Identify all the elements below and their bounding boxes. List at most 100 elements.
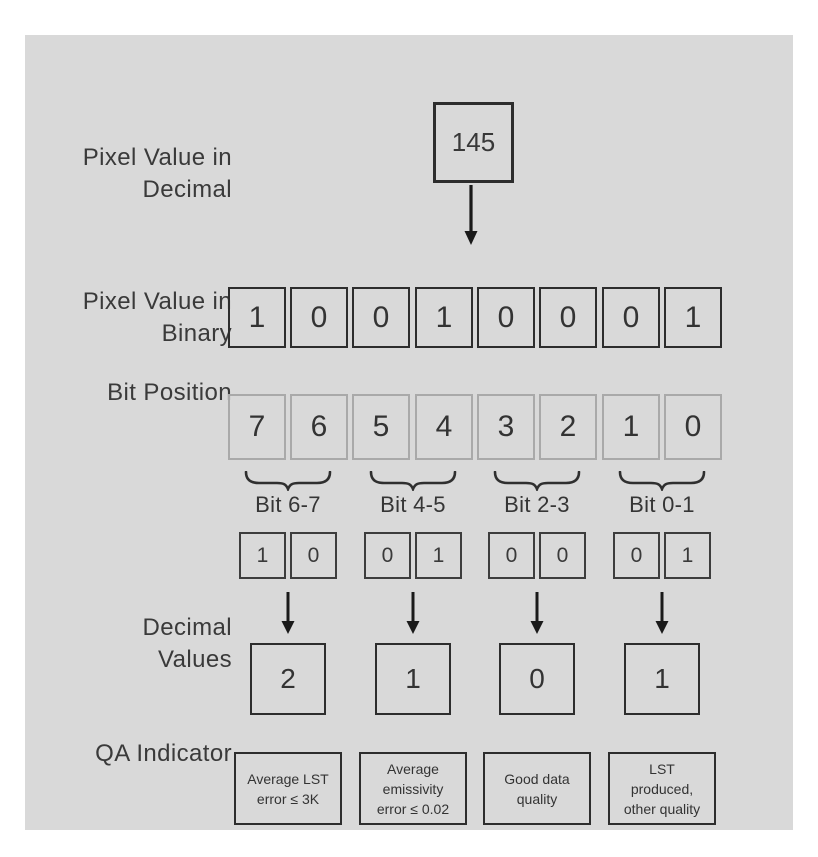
pair-bit: 1: [681, 543, 694, 567]
bit-position-cell: 0: [664, 394, 722, 460]
binary-bit-cell: 1: [228, 287, 286, 348]
group-decimal-box: 0: [499, 643, 575, 715]
decimal-row-label-line1: Pixel Value in: [82, 144, 232, 171]
group-label-text: Bit 2-3: [504, 492, 570, 517]
group-decimal-box: 1: [624, 643, 700, 715]
group-decimal-value: 2: [280, 663, 296, 694]
qa-text-line: emissivity: [382, 780, 444, 797]
binary-bit: 1: [435, 300, 453, 334]
binary-bit: 0: [497, 300, 515, 334]
bit-position: 5: [372, 410, 390, 443]
qa-indicator-box: Good data quality: [483, 752, 591, 825]
bit-pair: 0 1: [613, 532, 711, 579]
qa-indicator-box: Average emissivity error ≤ 0.02: [359, 752, 467, 825]
underbrace-icon: [369, 471, 457, 491]
bit-pair: 0 1: [364, 532, 462, 579]
group-decimal-value: 1: [654, 663, 670, 694]
bit-pair: 0 0: [488, 532, 586, 579]
group-decimal-box: 2: [250, 643, 326, 715]
qa-text-line: other quality: [623, 800, 701, 817]
qa-indicator-row-label: QA Indicator: [62, 738, 232, 770]
binary-bit-cell: 1: [415, 287, 473, 348]
bit-position: 3: [497, 410, 515, 443]
bit-position-cell: 3: [477, 394, 535, 460]
pair-bit-box: 0: [539, 532, 586, 579]
underbrace-icon: [618, 471, 706, 491]
qa-text-line: LST: [649, 760, 675, 777]
decimal-value-box: 145: [433, 102, 514, 183]
bit-position: 2: [559, 410, 577, 443]
decimal-values-row-label: Decimal Values: [62, 612, 232, 676]
qa-text-line: Average LST: [247, 770, 329, 787]
decimal-values-label-line1: Decimal: [142, 614, 232, 641]
bit-pair: 1 0: [239, 532, 337, 579]
bit-position-cell: 1: [602, 394, 660, 460]
pair-bit-box: 0: [613, 532, 660, 579]
down-arrow-icon: [464, 185, 478, 245]
pair-bit-box: 0: [488, 532, 535, 579]
group-label: Bit 6-7: [238, 492, 338, 518]
decimal-value: 145: [451, 127, 496, 157]
binary-bit-cell: 0: [602, 287, 660, 348]
down-arrow-icon: [655, 592, 669, 634]
bit-position-cell: 5: [352, 394, 410, 460]
group-label-text: Bit 0-1: [629, 492, 695, 517]
group-label-text: Bit 4-5: [380, 492, 446, 517]
qa-text-line: Average: [387, 760, 439, 777]
binary-bit: 0: [372, 300, 390, 334]
pair-bit: 0: [505, 543, 518, 567]
underbrace-icon: [244, 471, 332, 491]
down-arrow-icon: [281, 592, 295, 634]
bit-position: 0: [684, 410, 702, 443]
pair-bit: 1: [256, 543, 269, 567]
pair-bit-box: 1: [664, 532, 711, 579]
bit-position-row-label: Bit Position: [62, 377, 232, 409]
bit-position: 1: [622, 410, 640, 443]
group-decimal-value: 1: [405, 663, 421, 694]
bit-position: 4: [435, 410, 453, 443]
group-label: Bit 2-3: [487, 492, 587, 518]
qa-text-line: Good data: [504, 770, 570, 787]
bit-position-label-text: Bit Position: [107, 379, 232, 406]
down-arrow-icon: [530, 592, 544, 634]
binary-bit: 0: [622, 300, 640, 334]
qa-indicator-label-text: QA Indicator: [95, 740, 232, 767]
qa-text-line: quality: [516, 790, 558, 807]
bit-position-cell: 6: [290, 394, 348, 460]
decimal-values-label-line2: Values: [157, 646, 232, 673]
group-decimal-box: 1: [375, 643, 451, 715]
binary-bit-cell: 0: [539, 287, 597, 348]
binary-row-label-line2: Binary: [161, 320, 232, 347]
pair-bit: 0: [556, 543, 569, 567]
bit-position-cell: 4: [415, 394, 473, 460]
binary-bit: 0: [310, 300, 328, 334]
bit-position-cell: 7: [228, 394, 286, 460]
pair-bit: 0: [381, 543, 394, 567]
qa-indicator-box: Average LST error ≤ 3K: [234, 752, 342, 825]
pair-bit-box: 0: [290, 532, 337, 579]
pair-bit-box: 1: [415, 532, 462, 579]
binary-bit: 0: [559, 300, 577, 334]
group-decimal-value: 0: [529, 663, 545, 694]
down-arrow-icon: [406, 592, 420, 634]
pair-bit-box: 1: [239, 532, 286, 579]
bit-position-cell: 2: [539, 394, 597, 460]
qa-text-line: error ≤ 3K: [256, 790, 320, 807]
group-label: Bit 0-1: [612, 492, 712, 518]
binary-bit: 1: [248, 300, 266, 334]
bit-position: 7: [248, 410, 266, 443]
pair-bit-box: 0: [364, 532, 411, 579]
qa-indicator-box: LST produced, other quality: [608, 752, 716, 825]
bit-position: 6: [310, 410, 328, 443]
binary-row-label-line1: Pixel Value in: [82, 288, 232, 315]
binary-bit: 1: [684, 300, 702, 334]
binary-bit-cell: 0: [290, 287, 348, 348]
qa-text-line: produced,: [630, 780, 694, 797]
diagram-panel: Pixel Value in Decimal 145 Pixel Value i…: [25, 35, 793, 830]
group-label-text: Bit 6-7: [255, 492, 321, 517]
binary-bit-cell: 0: [352, 287, 410, 348]
binary-bit-cell: 1: [664, 287, 722, 348]
binary-row-label: Pixel Value in Binary: [62, 286, 232, 350]
underbrace-icon: [493, 471, 581, 491]
